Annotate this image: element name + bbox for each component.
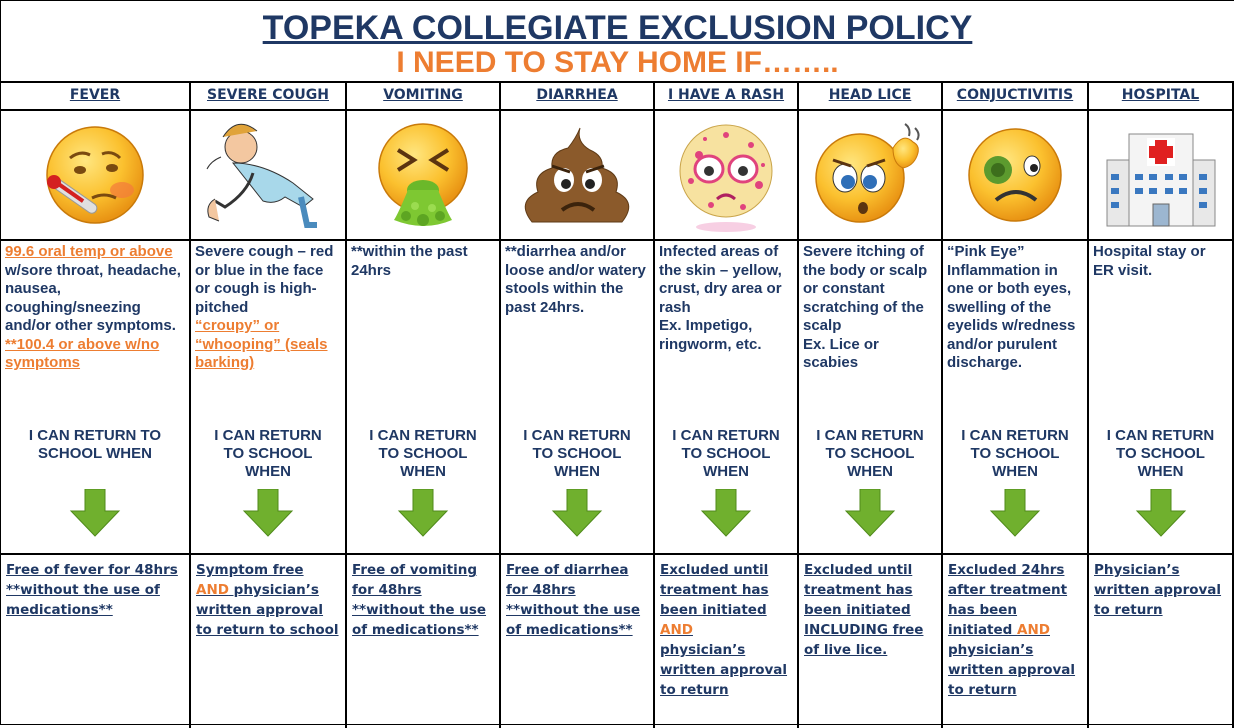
symptom-description: “Pink Eye” Inflammation in one or both e…	[943, 241, 1087, 373]
column-header: SEVERE COUGH	[191, 83, 345, 111]
column-rash: I HAVE A RASH Infected areas of the skin…	[655, 83, 799, 728]
text-run: Physician’s written approval to return	[1094, 562, 1222, 618]
return-condition: Free of vomiting for 48hrs **without the…	[347, 555, 499, 728]
highlight-text: AND	[660, 622, 693, 638]
return-heading: I CAN RETURN TO SCHOOL WHEN	[1106, 427, 1215, 480]
text-run: Free of diarrhea for 48hrs **without the…	[506, 562, 641, 638]
highlight-text: AND	[1017, 622, 1050, 638]
down-arrow-icon	[551, 488, 603, 542]
down-arrow-icon	[1135, 488, 1187, 542]
pink-eye-face-icon	[943, 111, 1087, 241]
text-run: Severe cough – red or blue in the face o…	[195, 243, 334, 316]
text-run: Excluded 24hrs after treatment has been …	[948, 562, 1068, 638]
column-header: FEVER	[1, 83, 189, 111]
down-arrow-icon	[989, 488, 1041, 542]
return-condition: Excluded 24hrs after treatment has been …	[943, 555, 1087, 728]
text-run: **within the past 24hrs	[351, 243, 468, 279]
return-condition: Physician’s written approval to return	[1089, 555, 1232, 728]
text-run: Excluded until treatment has been initia…	[804, 562, 924, 658]
down-arrow-icon	[242, 488, 294, 542]
return-condition: Excluded until treatment has been initia…	[799, 555, 941, 728]
column-hospital: HOSPITAL Hospital stay or ER visit. I CAN…	[1089, 83, 1234, 728]
symptom-description: Severe itching of the body or scalp or c…	[799, 241, 941, 373]
column-header: HEAD LICE	[799, 83, 941, 111]
symptom-description: Infected areas of the skin – yellow, cru…	[655, 241, 797, 354]
title-block: TOPEKA COLLEGIATE EXCLUSION POLICY I NEE…	[1, 1, 1234, 83]
text-run: **diarrhea and/or loose and/or watery st…	[505, 243, 646, 316]
text-run: Severe itching of the body or scalp or c…	[803, 243, 928, 371]
symptom-section: 99.6 oral temp or above w/sore throat, h…	[1, 241, 189, 555]
return-heading: I CAN RETURN TO SCHOOL WHEN	[672, 427, 780, 480]
return-heading: I CAN RETURN TO SCHOOL WHEN	[369, 427, 477, 480]
coughing-person-icon	[191, 111, 345, 241]
return-heading: I CAN RETURN TO SCHOOL WHEN	[214, 427, 322, 480]
return-heading: I CAN RETURN TO SCHOOL WHEN	[961, 427, 1069, 480]
text-run: physician’s written approval to return	[660, 642, 788, 698]
symptom-section: “Pink Eye” Inflammation in one or both e…	[943, 241, 1087, 555]
symptom-description: Hospital stay or ER visit.	[1089, 241, 1232, 280]
symptom-description: Severe cough – red or blue in the face o…	[191, 241, 345, 373]
text-run: Hospital stay or ER visit.	[1093, 243, 1206, 279]
column-header: VOMITING	[347, 83, 499, 111]
symptom-section: **within the past 24hrs I CAN RETURN TO S…	[347, 241, 499, 555]
page-title: TOPEKA COLLEGIATE EXCLUSION POLICY	[262, 9, 973, 47]
text-run: “Pink Eye” Inflammation in one or both e…	[947, 243, 1076, 371]
column-severe-cough: SEVERE COUGH Severe cough – red or blue …	[191, 83, 347, 728]
rash-face-icon	[655, 111, 797, 241]
return-condition: Free of fever for 48hrs **without the us…	[1, 555, 189, 728]
highlight-text: **100.4 or above w/no symptoms	[5, 335, 160, 372]
sick-thermometer-face-icon	[1, 111, 189, 241]
column-head-lice: HEAD LICE Severe itching of the body or …	[799, 83, 943, 728]
column-header: DIARRHEA	[501, 83, 653, 111]
hospital-icon	[1089, 111, 1232, 241]
text-run: Symptom free	[196, 562, 304, 578]
text-run: physician’s written approval to return	[948, 642, 1076, 698]
symptom-description: 99.6 oral temp or above w/sore throat, h…	[1, 241, 189, 373]
poop-icon	[501, 111, 653, 241]
column-header: CONJUCTIVITIS	[943, 83, 1087, 111]
text-run: physician’s written approval to return t…	[196, 582, 339, 638]
symptom-section: Infected areas of the skin – yellow, cru…	[655, 241, 797, 555]
return-heading: I CAN RETURN TO SCHOOL WHEN	[816, 427, 924, 480]
text-run: Free of fever for 48hrs **without the us…	[6, 562, 178, 618]
column-fever: FEVER 99.6 oral temp or above w/sore thr…	[1, 83, 191, 728]
return-heading: I CAN RETURN TO SCHOOL WHEN	[523, 427, 631, 480]
return-condition: Free of diarrhea for 48hrs **without the…	[501, 555, 653, 728]
symptom-description: **within the past 24hrs	[347, 241, 499, 280]
scratching-head-face-icon	[799, 111, 941, 241]
column-header: I HAVE A RASH	[655, 83, 797, 111]
symptom-section: Hospital stay or ER visit. I CAN RETURN T…	[1089, 241, 1232, 555]
column-conjunctivitis: CONJUCTIVITIS “Pink Eye” Inflammation in…	[943, 83, 1089, 728]
text-run: Excluded until treatment has been initia…	[660, 562, 769, 618]
down-arrow-icon	[700, 488, 752, 542]
highlight-text: 99.6 oral temp or above	[5, 243, 173, 260]
down-arrow-icon	[397, 488, 449, 542]
page-subtitle: I NEED TO STAY HOME IF……..	[396, 46, 839, 79]
down-arrow-icon	[844, 488, 896, 542]
text-run: w/sore throat, headache, nausea, coughin…	[5, 261, 181, 335]
symptom-section: **diarrhea and/or loose and/or watery st…	[501, 241, 653, 555]
highlight-text: AND	[196, 582, 229, 598]
text-run: Free of vomiting for 48hrs **without the…	[352, 562, 487, 638]
column-diarrhea: DIARRHEA **diarrhea and/or loose and/or …	[501, 83, 655, 728]
symptom-description: **diarrhea and/or loose and/or watery st…	[501, 241, 653, 317]
return-condition: Symptom free AND physician’s written app…	[191, 555, 345, 728]
column-header: HOSPITAL	[1089, 83, 1232, 111]
column-vomiting: VOMITING **within the past 24hrs I CAN RE…	[347, 83, 501, 728]
highlight-text: “croupy” or “whooping” (seals barking)	[195, 317, 328, 371]
return-heading: I CAN RETURN TO SCHOOL WHEN	[28, 427, 162, 462]
text-run: Infected areas of the skin – yellow, cru…	[659, 243, 782, 353]
down-arrow-icon	[69, 488, 121, 542]
return-condition: Excluded until treatment has been initia…	[655, 555, 797, 728]
vomiting-face-icon	[347, 111, 499, 241]
symptom-section: Severe cough – red or blue in the face o…	[191, 241, 345, 555]
symptom-section: Severe itching of the body or scalp or c…	[799, 241, 941, 555]
policy-grid: FEVER 99.6 oral temp or above w/sore thr…	[1, 83, 1234, 728]
